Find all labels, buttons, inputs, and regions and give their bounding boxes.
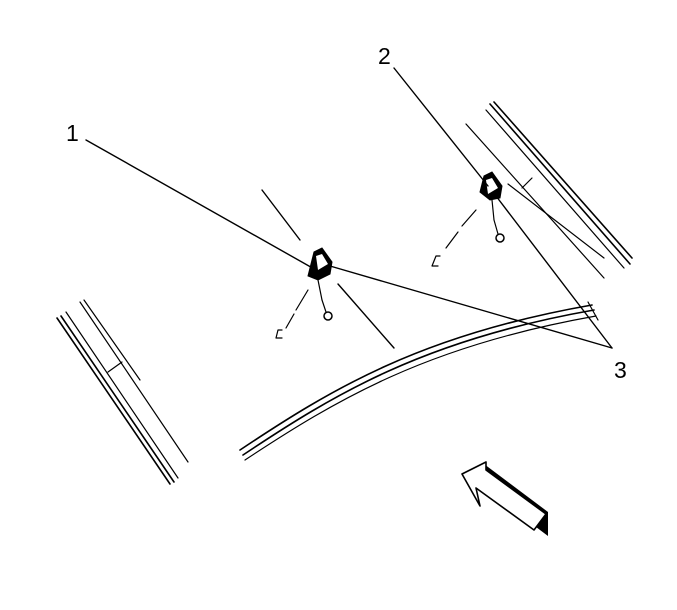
leader-line-3b bbox=[495, 195, 613, 349]
leader-line-1 bbox=[85, 139, 317, 271]
callout-2: 2 bbox=[378, 43, 391, 69]
left-washer-nozzle bbox=[261, 189, 395, 349]
forward-arrow-icon bbox=[461, 461, 548, 536]
right-washer-nozzle bbox=[431, 171, 505, 267]
right-body-panel bbox=[465, 101, 633, 279]
leader-line-3a bbox=[329, 265, 613, 349]
leader-line-2 bbox=[393, 67, 489, 187]
hood-edge bbox=[239, 301, 599, 461]
callout-3: 3 bbox=[614, 357, 627, 383]
left-body-panel bbox=[56, 299, 189, 485]
callout-1: 1 bbox=[66, 120, 79, 146]
leader-lines bbox=[85, 67, 613, 349]
